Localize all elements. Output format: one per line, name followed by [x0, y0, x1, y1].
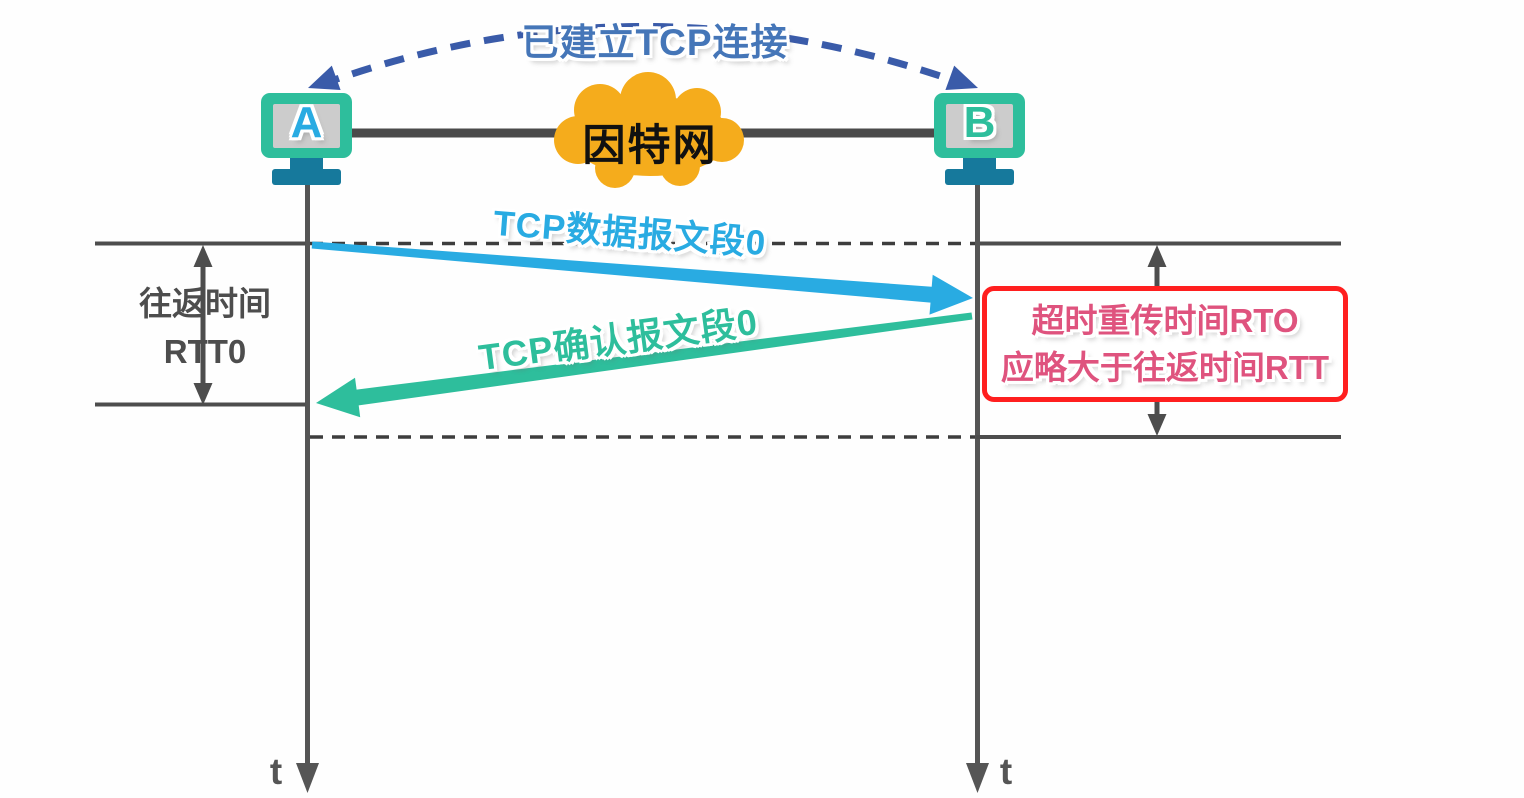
internet-cloud [554, 72, 744, 188]
rto-arrow-up-icon [1147, 245, 1167, 267]
host-a-computer-icon [261, 93, 352, 185]
timeline-b-arrowhead-icon [966, 763, 989, 793]
arc-right-arrowhead-icon [945, 65, 978, 90]
arc-left-arrowhead-icon [308, 65, 341, 90]
rto-note-line2: 应略大于往返时间RTT [1000, 349, 1330, 386]
rtt-arrow-down-icon [193, 383, 213, 405]
tcp-connection-established-label: 已建立TCP连接 [521, 22, 789, 63]
established-connection-arc [308, 23, 978, 90]
rtt-measure-arrow [193, 245, 213, 405]
timeline-b [966, 184, 989, 793]
rto-note-box: 超时重传时间RTO 应略大于往返时间RTT [982, 286, 1348, 402]
rtt-arrow-up-icon [193, 245, 213, 267]
host-a-label: A [290, 98, 323, 147]
timeline-a-arrowhead-icon [296, 763, 319, 793]
host-b-label: B [963, 98, 996, 147]
time-axis-label-b: t [999, 751, 1013, 792]
rto-arrow-down-icon [1147, 414, 1167, 436]
internet-label: 因特网 [582, 122, 718, 170]
data-segment-arrow [311, 241, 973, 315]
timeline-a [296, 184, 319, 793]
rtt-label: 往返时间 RTT0 [105, 280, 305, 376]
rto-note-line1: 超时重传时间RTO [1031, 302, 1299, 339]
time-axis-label-a: t [269, 751, 283, 792]
rtt-label-line2: RTT0 [163, 333, 247, 370]
rtt-label-line1: 往返时间 [139, 285, 271, 322]
ack-segment-arrow [316, 312, 973, 418]
host-b-computer-icon [934, 93, 1025, 185]
